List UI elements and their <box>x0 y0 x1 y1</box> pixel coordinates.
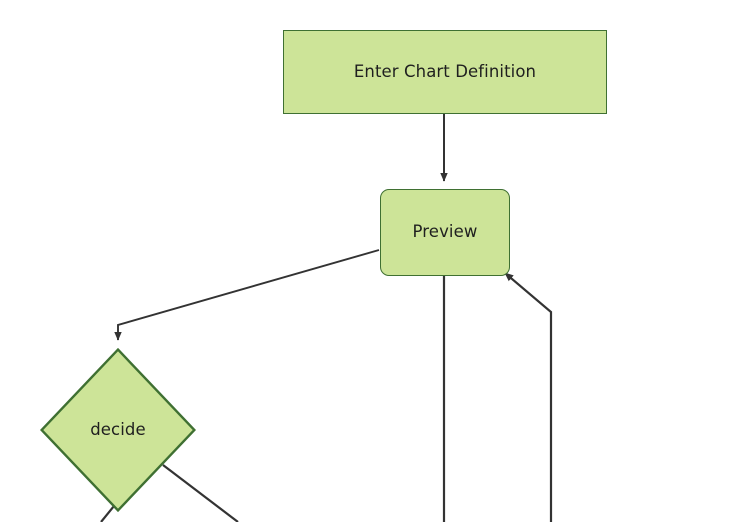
node-decide[interactable]: decide <box>40 348 196 512</box>
node-preview[interactable]: Preview <box>380 189 510 276</box>
edge-decide-to-offscreen-left <box>100 505 115 522</box>
edge-preview-to-decide <box>114 249 380 341</box>
edge-decide-to-offscreen-right <box>162 464 239 522</box>
edge-incoming-right-to-preview <box>504 272 553 522</box>
node-decide-label-wrap: decide <box>40 348 196 512</box>
node-enter-chart-definition-label: Enter Chart Definition <box>353 61 537 81</box>
node-decide-label: decide <box>90 419 146 439</box>
node-preview-label: Preview <box>412 222 478 242</box>
node-enter-chart-definition[interactable]: Enter Chart Definition <box>283 30 607 114</box>
diamond-shape <box>40 348 196 512</box>
